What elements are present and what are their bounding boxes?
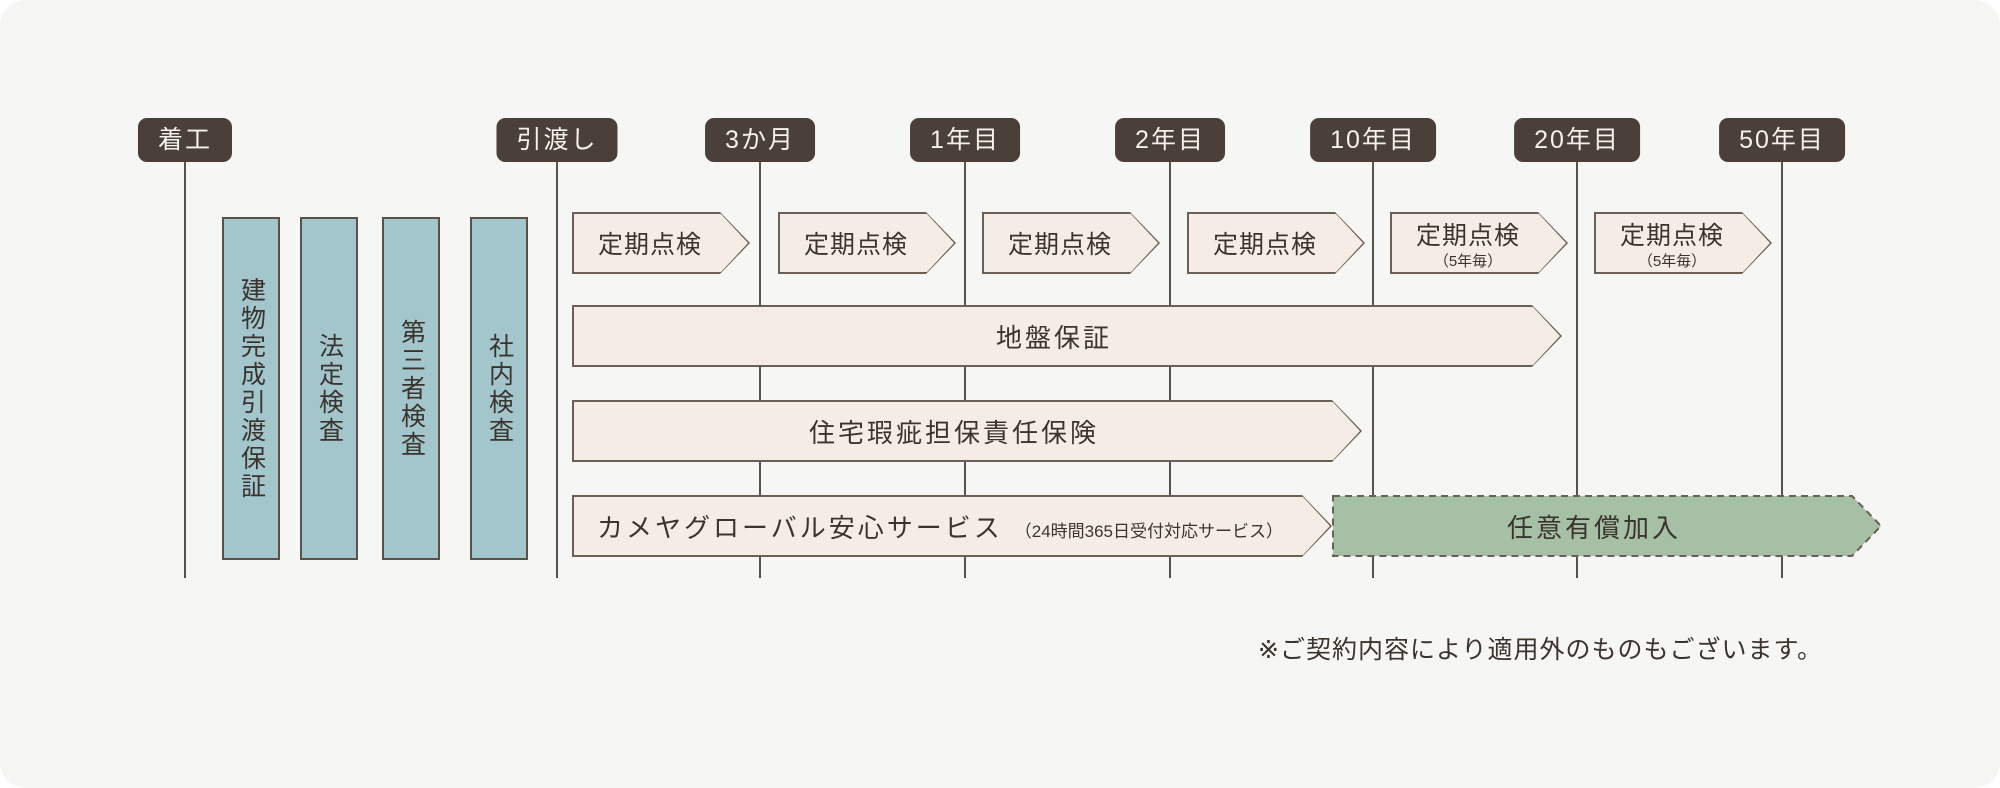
timeline-tick-3 [964, 160, 966, 578]
milestone-badge[interactable]: 50年目 [1719, 118, 1845, 162]
milestone-badge[interactable]: 3か月 [705, 118, 815, 162]
periodic-inspection-arrow: 定期点検 [982, 212, 1160, 274]
timeline-tick-5 [1372, 160, 1374, 578]
timeline-tick-0 [184, 160, 186, 578]
periodic-inspection-arrow: 定期点検 [572, 212, 750, 274]
milestone-badge[interactable]: 2年目 [1115, 118, 1225, 162]
anshin-service-arrow: カメヤグローバル安心サービス（24時間365日受付対応サービス） [572, 495, 1332, 557]
inspection-column-label: 法定検査 [315, 332, 344, 445]
periodic-inspection-arrow: 定期点検（5年毎） [1390, 212, 1568, 274]
warranty-bar: 地盤保証 [572, 305, 1562, 367]
inspection-column-label: 建物完成引渡保証 [237, 276, 266, 501]
milestone-badge[interactable]: 10年目 [1310, 118, 1436, 162]
inspection-column: 社内検査 [470, 217, 528, 560]
timeline-tick-6 [1576, 160, 1578, 578]
inspection-column: 法定検査 [300, 217, 358, 560]
timeline-tick-7 [1781, 160, 1783, 578]
inspection-column: 第三者検査 [382, 217, 440, 560]
inspection-column-label: 社内検査 [485, 332, 514, 445]
milestone-badge[interactable]: 1年目 [910, 118, 1020, 162]
periodic-inspection-arrow: 定期点検（5年毎） [1594, 212, 1772, 274]
milestone-badge[interactable]: 20年目 [1514, 118, 1640, 162]
inspection-column: 建物完成引渡保証 [222, 217, 280, 560]
timeline-tick-1 [556, 160, 558, 578]
periodic-inspection-arrow: 定期点検 [1187, 212, 1365, 274]
timeline-tick-4 [1169, 160, 1171, 578]
periodic-inspection-arrow: 定期点検 [778, 212, 956, 274]
milestone-badge[interactable]: 着工 [137, 118, 233, 162]
footnote-text: ※ご契約内容により適用外のものもございます。 [1258, 636, 1823, 664]
warranty-bar: 住宅瑕疵担保責任保険 [572, 400, 1362, 462]
optional-paid-service-arrow: 任意有償加入 [1332, 495, 1882, 557]
inspection-column-label: 第三者検査 [397, 318, 426, 459]
timeline-tick-2 [759, 160, 761, 578]
milestone-badge[interactable]: 引渡し [496, 118, 618, 162]
